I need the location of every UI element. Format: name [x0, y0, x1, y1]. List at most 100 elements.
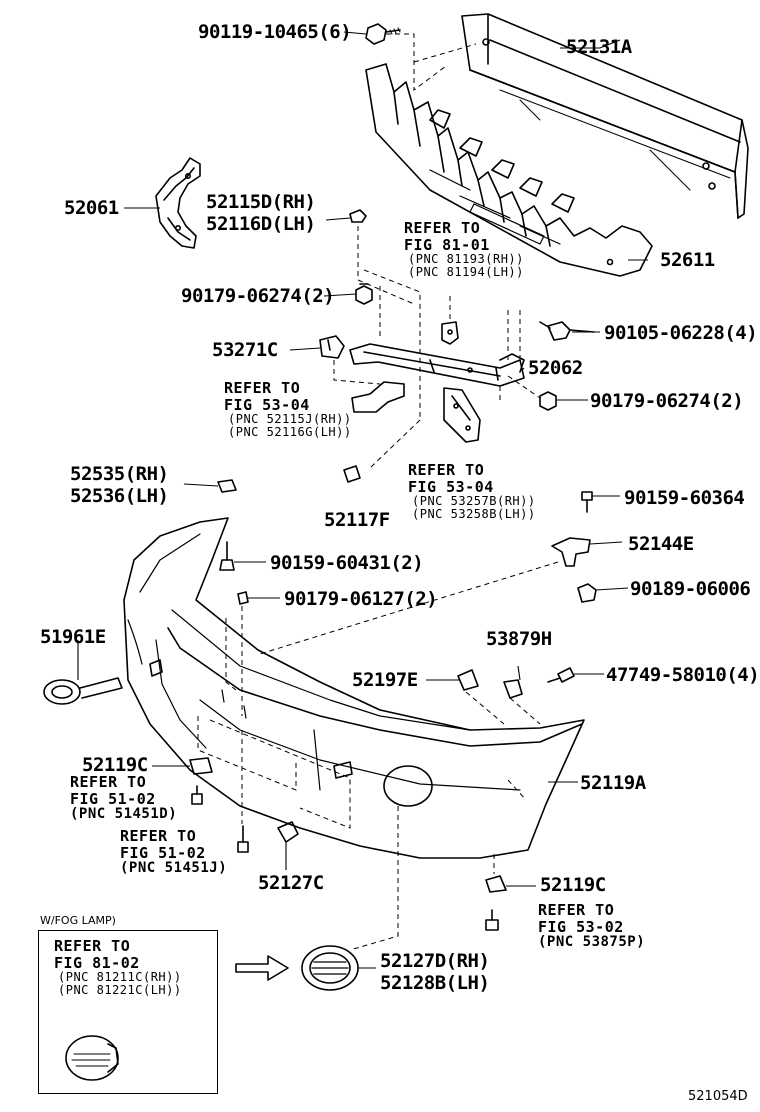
reference-fig-51-02-a: REFER TO FIG 51-02 (PNC 51451D)	[70, 774, 177, 822]
fog-lamp	[65, 1035, 119, 1081]
part-label-52127D: 52127D(RH)	[380, 950, 490, 972]
reference-pnc1: (PNC 51451D)	[70, 806, 178, 822]
part-label-52117F: 52117F	[324, 509, 390, 531]
part-label-52536: 52536(LH)	[70, 485, 169, 507]
part-label-52128B: 52128B(LH)	[380, 972, 490, 994]
clip-53879H	[503, 679, 523, 699]
part-label-52535: 52535(RH)	[70, 463, 169, 485]
reference-pnc2: (PNC 81194(LH))	[408, 265, 524, 280]
nut-90179-upper	[355, 283, 373, 305]
retainer-52119C-left	[189, 757, 213, 775]
part-label-52062: 52062	[528, 357, 583, 379]
fog-lamp-inset	[38, 930, 218, 1094]
clip-52127C	[277, 821, 299, 843]
reference-pnc1: (PNC 53875P)	[538, 934, 646, 950]
reference-fig-53-02: REFER TO FIG 53-02 (PNC 53875P)	[538, 902, 645, 950]
nut-90189	[577, 583, 597, 603]
reference-pnc1: (PNC 81211C(RH))	[58, 970, 182, 984]
clip-52115D	[349, 209, 367, 223]
reference-line1: REFER TO	[538, 901, 615, 919]
reference-pnc1: (PNC 53257B(RH))	[412, 494, 536, 508]
reference-fig-81-02: REFER TO FIG 81-02 (PNC 81211C(RH)) (PNC…	[54, 938, 182, 997]
reference-fig-51-02-b: REFER TO FIG 51-02 (PNC 51451J)	[120, 828, 227, 876]
reference-pnc2: (PNC 53258B(LH))	[412, 507, 536, 522]
reference-fig-53-04-a: REFER TO FIG 53-04 (PNC 52115J(RH)) (PNC…	[224, 380, 352, 439]
part-label-52611: 52611	[660, 249, 715, 271]
bracket-53257B	[443, 387, 481, 443]
bumper-reinforcement-52131A	[461, 13, 749, 219]
support-52062	[349, 343, 525, 387]
part-label-52127C: 52127C	[258, 872, 324, 894]
reference-line2: FIG 51-02	[120, 843, 206, 862]
part-label-90189: 90189-06006	[630, 578, 751, 600]
reference-pnc2: (PNC 52116G(LH))	[228, 425, 352, 440]
part-label-90179-upper: 90179-06274(2)	[181, 285, 335, 307]
retainer-52119C-right	[485, 875, 507, 893]
reference-line1: REFER TO	[404, 219, 481, 237]
bracket-81193	[441, 321, 459, 345]
clip-52197E	[457, 669, 479, 691]
part-label-52144E: 52144E	[628, 533, 694, 555]
part-label-52119C-left: 52119C	[82, 754, 148, 776]
reference-pnc1: (PNC 51451J)	[120, 860, 228, 876]
reference-line2: FIG 81-01	[404, 235, 490, 254]
reference-line1: REFER TO	[70, 773, 147, 791]
nut-90179-right	[539, 391, 557, 411]
arrow-icon	[235, 955, 289, 981]
part-label-90159-60431: 90159-60431(2)	[270, 552, 424, 574]
part-label-53271C: 53271C	[212, 339, 278, 361]
fog-cover-52127D	[301, 945, 359, 991]
bolt-51451D	[191, 785, 203, 805]
retainer-52535	[217, 479, 237, 493]
clip-52117F	[343, 465, 361, 483]
energy-absorber-52611	[365, 63, 653, 277]
part-label-52115D: 52115D(RH)	[206, 191, 316, 213]
part-label-53879H: 53879H	[486, 628, 552, 650]
reference-line1: REFER TO	[408, 461, 485, 479]
part-label-52119A: 52119A	[580, 772, 646, 794]
nut-90179-06127	[237, 591, 249, 605]
reference-line1: REFER TO	[54, 937, 131, 955]
part-label-90119: 90119-10465(6)	[198, 21, 352, 43]
part-label-47749: 47749-58010(4)	[606, 664, 760, 686]
reference-pnc1: (PNC 52115J(RH))	[228, 412, 352, 426]
reference-line1: REFER TO	[224, 379, 301, 397]
part-label-90179-06127: 90179-06127(2)	[284, 588, 438, 610]
part-label-52119C-right: 52119C	[540, 874, 606, 896]
reference-pnc1: (PNC 81193(RH))	[408, 252, 524, 266]
bolt-51451J	[237, 825, 249, 853]
screw-47749	[547, 667, 575, 683]
part-label-51961E: 51961E	[40, 626, 106, 648]
reference-line2: FIG 51-02	[70, 789, 156, 808]
part-label-52116D: 52116D(LH)	[206, 213, 316, 235]
bracket-53271C	[319, 335, 345, 359]
reference-fig-53-04-b: REFER TO FIG 53-04 (PNC 53257B(RH)) (PNC…	[408, 462, 536, 521]
bolt-90159-60364	[581, 491, 593, 513]
bracket-52115J	[351, 381, 405, 413]
fog-lamp-label: W/FOG LAMP)	[40, 914, 116, 927]
part-label-52197E: 52197E	[352, 669, 418, 691]
bolt-90105	[539, 321, 595, 341]
part-label-52131A: 52131A	[566, 36, 632, 58]
bracket-52061	[155, 157, 201, 249]
towing-eye-51961E	[43, 677, 123, 705]
reference-line2: FIG 81-02	[54, 953, 140, 972]
bumper-cover-52119A	[123, 517, 585, 859]
reference-line2: FIG 53-04	[224, 395, 310, 414]
part-label-90159-60364: 90159-60364	[624, 487, 745, 509]
reference-fig-81-01: REFER TO FIG 81-01 (PNC 81193(RH)) (PNC …	[404, 220, 524, 279]
bolt-90119	[365, 23, 401, 45]
part-label-90105: 90105-06228(4)	[604, 322, 758, 344]
bolt-53875P	[485, 909, 499, 931]
reference-line1: REFER TO	[120, 827, 197, 845]
diagram-code: 521054D	[688, 1089, 748, 1104]
reference-line2: FIG 53-04	[408, 477, 494, 496]
part-label-52061: 52061	[64, 197, 119, 219]
bracket-52144E	[551, 537, 591, 567]
part-label-90179-right: 90179-06274(2)	[590, 390, 744, 412]
bolt-90159-60431	[219, 541, 235, 571]
reference-line2: FIG 53-02	[538, 917, 624, 936]
reference-pnc2: (PNC 81221C(LH))	[58, 983, 182, 998]
